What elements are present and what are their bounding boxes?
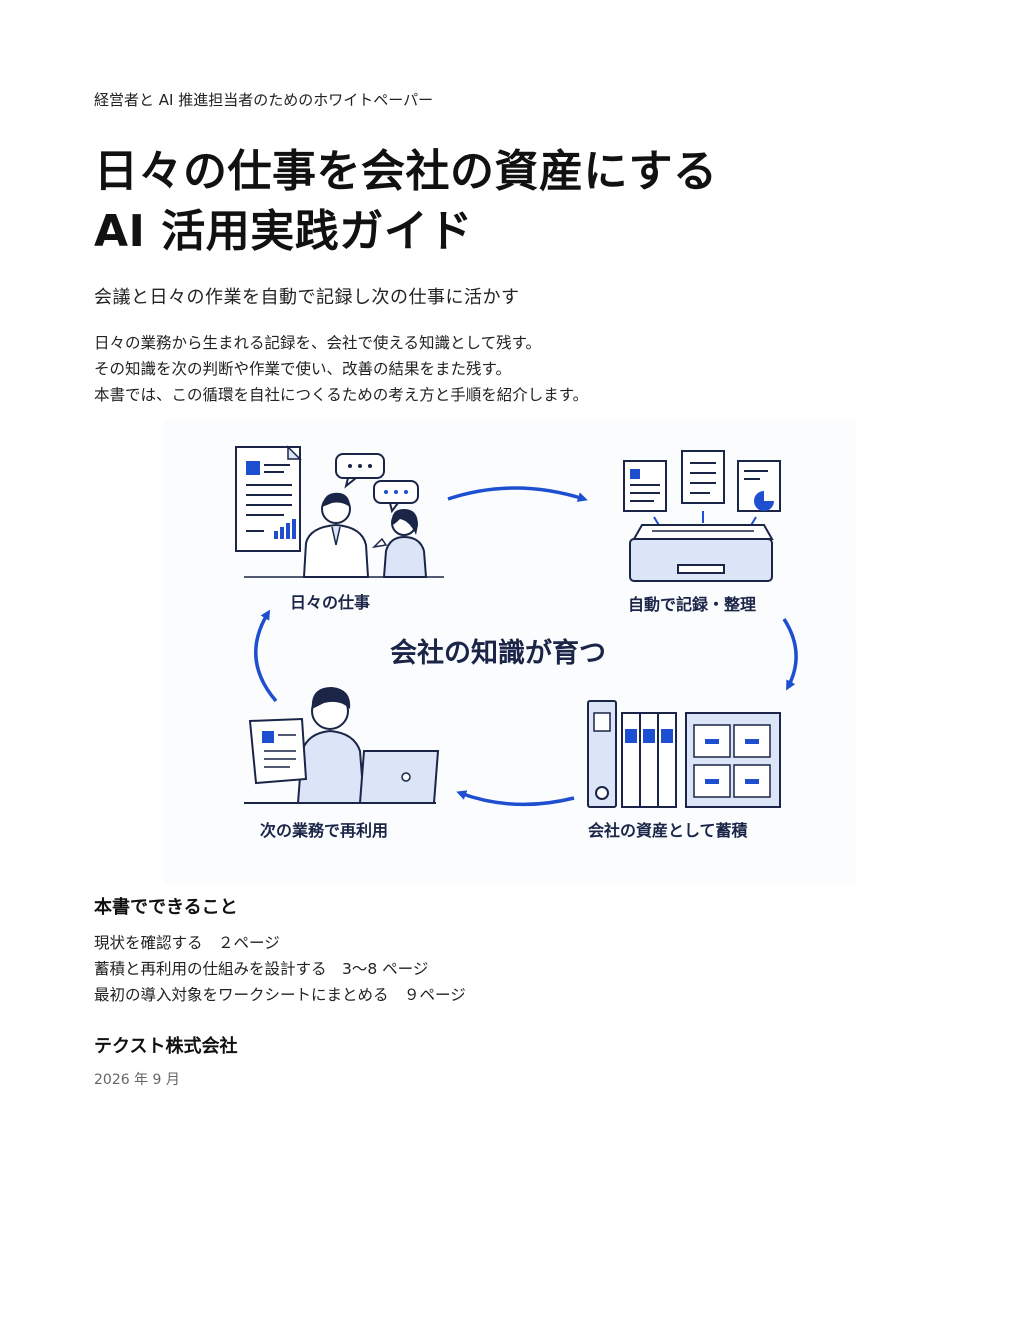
cycle-center-label: 会社の知識が育つ [390,638,606,669]
contents-item: 現状を確認する ２ページ [94,934,280,952]
title-line-2: AI 活用実践ガイド [94,206,473,257]
arrow-left [254,609,278,703]
step-label-daily-work: 日々の仕事 [290,593,371,612]
step-label-reuse: 次の業務で再利用 [260,821,389,840]
company-name: テクスト株式会社 [94,1036,238,1057]
arrow-right [782,618,798,691]
publish-date: 2026 年 9 月 [94,1072,180,1088]
subtitle: 会議と日々の作業を自動で記録し次の仕事に活かす [94,287,520,308]
page-title: 日々の仕事を会社の資産にする AI 活用実践ガイド [94,142,717,262]
laptop-worker-icon [244,687,440,804]
eyebrow-text: 経営者と AI 推進担当者のためのホワイトペーパー [94,91,434,109]
contents-item: 最初の導入対象をワークシートにまとめる ９ページ [94,986,466,1004]
intro-line: その知識を次の判断や作業で使い、改善の結果をまた残す。 [94,360,511,378]
contents-heading: 本書でできること [94,897,238,918]
cycle-diagram [235,445,798,808]
knowledge-cycle-illustration: 日々の仕事 自動で記録・整理 会社の資産として蓄積 次の業務で再利用 会社の知識… [164,421,856,883]
document-tray-icon [623,450,781,582]
title-line-1: 日々の仕事を会社の資産にする [94,146,718,197]
contents-item: 蓄積と再利用の仕組みを設計する 3〜8 ページ [94,960,429,978]
step-label-company-asset: 会社の資産として蓄積 [588,821,748,840]
arrow-top [447,486,588,502]
binder-cabinet-icon [587,700,781,808]
meeting-icon [235,445,444,578]
arrow-bottom [456,790,575,807]
intro-line: 本書では、この循環を自社につくるための考え方と手順を紹介します。 [94,386,589,404]
contents-list: 現状を確認する ２ページ 蓄積と再利用の仕組みを設計する 3〜8 ページ 最初の… [94,930,466,1008]
intro-line: 日々の業務から生まれる記録を、会社で使える知識として残す。 [94,334,542,352]
step-label-auto-record: 自動で記録・整理 [628,595,757,614]
intro-paragraph: 日々の業務から生まれる記録を、会社で使える知識として残す。 その知識を次の判断や… [94,330,588,408]
